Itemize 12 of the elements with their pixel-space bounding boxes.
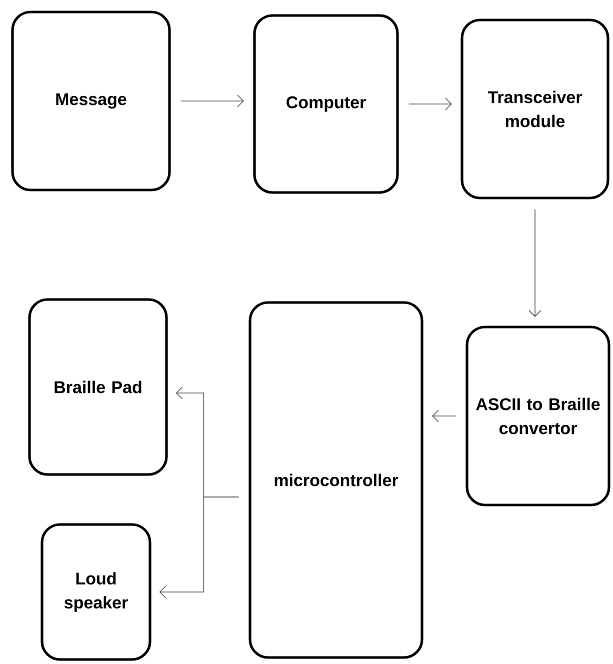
process-box: Braille Pad xyxy=(28,298,168,476)
arrow xyxy=(432,410,456,422)
arrow xyxy=(528,208,542,317)
process-box: ASCII to Braille convertor xyxy=(466,326,610,506)
process-box: microcontroller xyxy=(248,301,424,659)
process-box: Transceiver module xyxy=(460,18,610,200)
arrow xyxy=(159,496,240,598)
arrow xyxy=(180,94,244,108)
arrow xyxy=(408,98,452,110)
process-box: Loud speaker xyxy=(40,523,152,661)
process-box: Computer xyxy=(253,14,399,194)
process-box: Message xyxy=(11,10,171,192)
